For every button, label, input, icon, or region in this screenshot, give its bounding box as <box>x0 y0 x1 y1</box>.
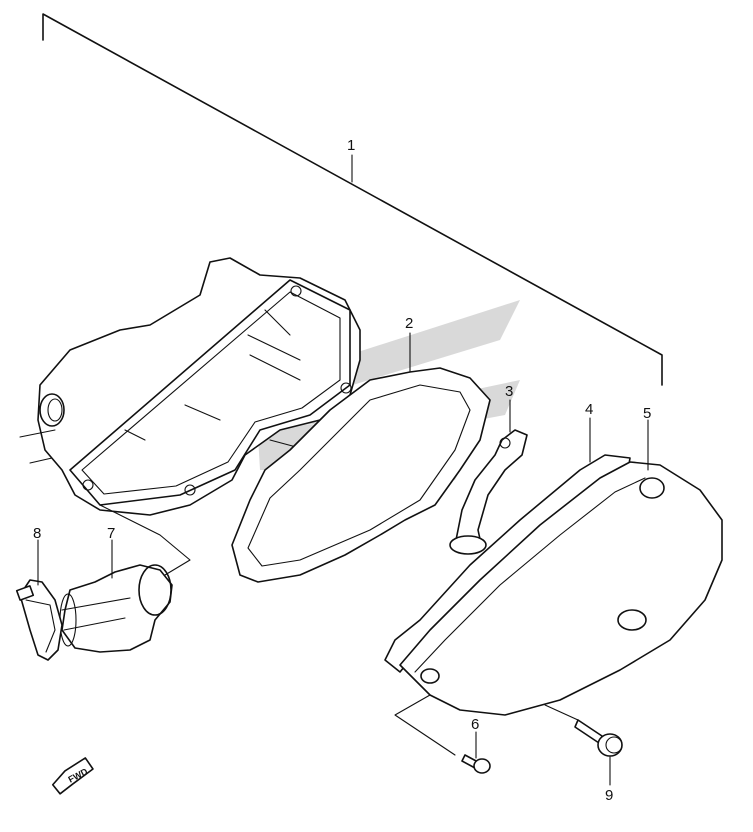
air-filter-element <box>231 367 491 583</box>
callout-leaders <box>37 332 649 786</box>
alignment-lines <box>99 504 579 756</box>
callout-3: 3 <box>505 383 513 400</box>
callout-7: 7 <box>107 525 115 542</box>
callout-2: 2 <box>405 315 413 332</box>
assembly-bracket <box>42 13 663 386</box>
callout-4: 4 <box>585 401 593 418</box>
outlet-tube <box>59 564 173 653</box>
fwd-badge: FWD <box>51 757 94 795</box>
callout-6: 6 <box>471 716 479 733</box>
bolt-with-washer <box>574 719 623 757</box>
drain-tube <box>449 429 528 555</box>
air-cleaner-cap <box>399 461 723 716</box>
callout-5: 5 <box>643 405 651 422</box>
hose-clamp <box>15 579 63 661</box>
callout-8: 8 <box>33 525 41 542</box>
small-screw <box>461 754 491 774</box>
callout-9: 9 <box>605 787 613 804</box>
callout-labels: 1 2 3 4 5 6 7 8 9 <box>33 137 651 804</box>
forward-arrow-icon <box>51 757 94 795</box>
callout-1: 1 <box>347 137 355 154</box>
